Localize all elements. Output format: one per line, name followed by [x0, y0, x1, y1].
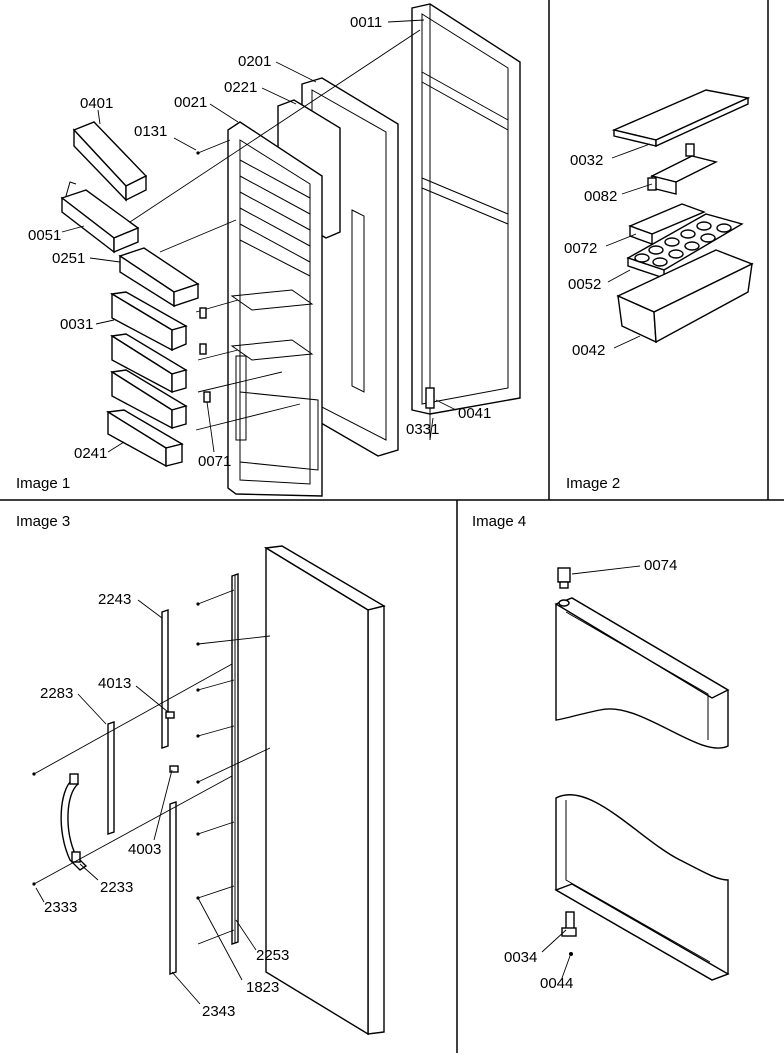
bin-0051	[60, 181, 140, 254]
hinge-pin-0034	[561, 911, 577, 956]
image1-panel: 0011 0201 0221 0021 0401 0131 0051 0251 …	[16, 3, 521, 497]
bin-0042	[616, 249, 754, 344]
hinge-pin-0074	[557, 567, 571, 589]
label-0131: 0131	[134, 123, 167, 140]
image3-title: Image 3	[16, 513, 70, 530]
label-0052: 0052	[568, 276, 601, 293]
lid-0032	[611, 89, 751, 148]
label-0201: 0201	[238, 53, 271, 70]
clip-4013	[165, 711, 175, 719]
label-0042: 0042	[572, 342, 605, 359]
label-0082: 0082	[584, 188, 617, 205]
label-0071: 0071	[198, 453, 231, 470]
bin-0031-c	[110, 369, 188, 430]
label-0241: 0241	[74, 445, 107, 462]
handle-2233	[60, 773, 88, 871]
label-2243: 2243	[98, 591, 131, 608]
label-0021: 0021	[174, 94, 207, 111]
image3-leaders	[35, 599, 257, 1005]
label-2333: 2333	[44, 899, 77, 916]
image1-leaders	[61, 19, 457, 453]
label-0034: 0034	[504, 949, 537, 966]
label-0401: 0401	[80, 95, 113, 112]
door-liner	[227, 121, 323, 497]
hinge-0082	[647, 143, 719, 195]
trim-2283	[107, 721, 115, 835]
label-0221: 0221	[224, 79, 257, 96]
label-4003: 4003	[128, 841, 161, 858]
label-1823: 1823	[246, 979, 279, 996]
label-0032: 0032	[570, 152, 603, 169]
label-0251: 0251	[52, 250, 85, 267]
label-0044: 0044	[540, 975, 573, 992]
label-0074: 0074	[644, 557, 677, 574]
label-2283: 2283	[40, 685, 73, 702]
egg-tray-0052	[626, 213, 744, 279]
clip-0071	[199, 307, 215, 453]
image4-title: Image 4	[472, 513, 526, 530]
label-2343: 2343	[202, 1003, 235, 1020]
trim-2243	[161, 609, 169, 749]
label-0031: 0031	[60, 316, 93, 333]
bin-0251	[118, 247, 200, 308]
bin-0401	[72, 121, 148, 202]
label-0072: 0072	[564, 240, 597, 257]
label-4013: 4013	[98, 675, 131, 692]
bin-0031	[109, 291, 188, 352]
bin-0241	[105, 409, 184, 468]
alignment-leads	[129, 29, 421, 431]
label-0011: 0011	[350, 14, 382, 31]
image3-screw-leads	[32, 589, 271, 945]
image4-panel: 0074 0034 0044 Image 4	[472, 513, 730, 992]
label-2233: 2233	[100, 879, 133, 896]
image2-panel: 0032 0082 0072 0052 0042 Image 2	[564, 89, 754, 492]
bin-0031-b	[110, 333, 188, 394]
image1-title: Image 1	[16, 475, 70, 492]
image2-leaders	[605, 143, 653, 349]
image2-title: Image 2	[566, 475, 620, 492]
door-bottom-section	[554, 794, 730, 981]
outer-door	[411, 3, 521, 440]
label-0051: 0051	[28, 227, 61, 244]
door-top-section	[554, 597, 730, 749]
label-0331: 0331	[406, 421, 439, 438]
side-trim-2253	[231, 573, 239, 945]
door-slab	[263, 545, 386, 1036]
label-0041: 0041	[458, 405, 491, 422]
clip-4003	[169, 765, 179, 773]
image3-panel: 2243 2283 4013 4003 2233 2333 2253 1823 …	[16, 513, 386, 1036]
trim-2343	[169, 801, 177, 975]
image4-leaders	[541, 565, 641, 979]
label-2253: 2253	[256, 947, 289, 964]
tray-0072	[628, 203, 706, 245]
